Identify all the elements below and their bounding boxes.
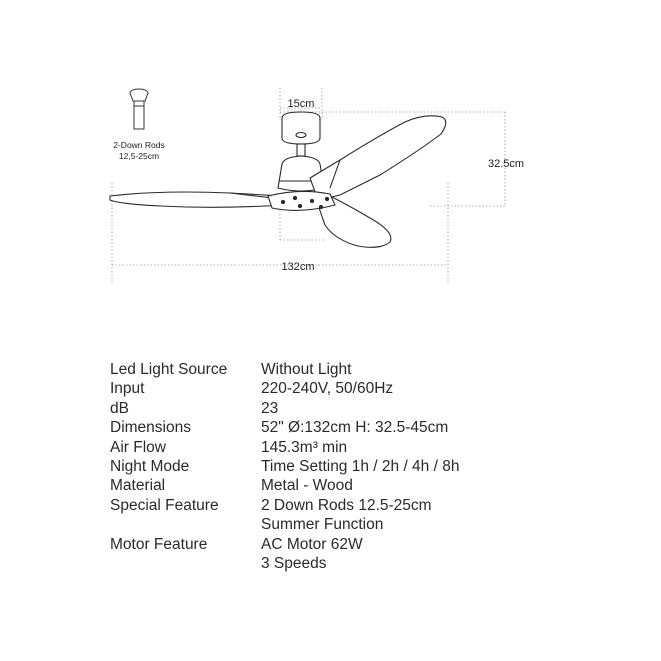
spec-value: 145.3m³ min: [261, 438, 348, 456]
spec-value: 23: [261, 399, 279, 417]
spec-value: Time Setting 1h / 2h / 4h / 8h: [261, 457, 460, 475]
height-label: 32.5cm: [488, 158, 524, 170]
spec-value: Metal - Wood: [261, 477, 353, 495]
spec-value: 220-240V, 50/60Hz: [261, 380, 394, 398]
down-rod-caption-line2: 12,5-25cm: [119, 151, 159, 161]
spec-row: dB 23: [110, 399, 630, 418]
spec-row: Night Mode Time Setting 1h / 2h / 4h / 8h: [110, 457, 630, 476]
spec-value: 52" Ø:132cm H: 32.5-45cm: [261, 419, 449, 437]
spec-value: Without Light: [261, 361, 352, 378]
down-rod-illustration: [129, 88, 149, 130]
spec-value: AC Motor 62W: [261, 535, 363, 553]
left-blade: [109, 191, 285, 208]
spec-label: Night Mode: [110, 457, 190, 475]
spec-row: Input 220-240V, 50/60Hz: [110, 379, 630, 398]
spec-row: Led Light Source Without Light: [110, 360, 630, 379]
spec-row: Special Feature 2 Down Rods 12.5-25cm: [110, 496, 630, 515]
spec-row: Dimensions 52" Ø:132cm H: 32.5-45cm: [110, 418, 630, 437]
spec-value: 3 Speeds: [261, 554, 327, 572]
lower-right-blade: [317, 195, 392, 248]
spec-label: Special Feature: [110, 496, 219, 514]
spec-row: Summer Function: [110, 515, 630, 534]
down-rod: [296, 143, 306, 157]
dimension-guides: [111, 88, 506, 285]
canopy: [281, 111, 321, 145]
diameter-label: 132cm: [281, 261, 314, 273]
spec-row: Motor Feature AC Motor 62W: [110, 535, 630, 554]
spec-value: 2 Down Rods 12.5-25cm: [261, 496, 432, 514]
spec-label: Dimensions: [110, 419, 191, 437]
spec-label: Air Flow: [110, 438, 166, 456]
spec-label: Material: [110, 477, 166, 495]
spec-label: dB: [110, 399, 129, 417]
ceiling-fan-drawing: [109, 111, 447, 248]
right-upper-blade: [309, 115, 447, 201]
canopy-width-label: 15cm: [288, 98, 315, 110]
spec-label: Led Light Source: [110, 361, 228, 378]
spec-label: Input: [110, 380, 145, 398]
blade-hub: [267, 190, 336, 211]
spec-row: Air Flow 145.3m³ min: [110, 438, 630, 457]
spec-label: [110, 515, 261, 534]
spec-label: Motor Feature: [110, 535, 208, 553]
spec-value: Summer Function: [261, 516, 384, 534]
spec-row: Material Metal - Wood: [110, 476, 630, 495]
fan-diagram: 2-Down Rods 12,5-25cm 15cm 32.5cm 132cm: [109, 88, 524, 285]
spec-row: 3 Speeds: [110, 554, 630, 573]
down-rod-caption-line1: 2-Down Rods: [113, 140, 165, 150]
spec-label: [110, 554, 261, 573]
